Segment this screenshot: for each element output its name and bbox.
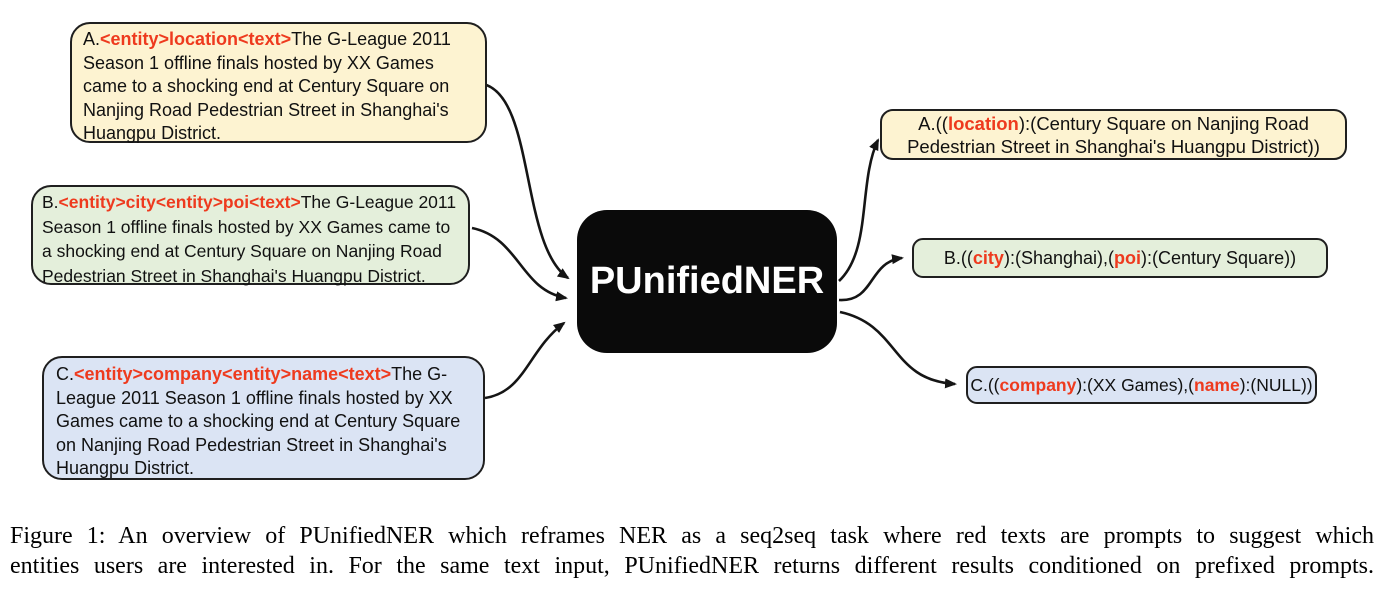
output-c-text: C.((company):(XX Games),(name):(NULL)): [970, 374, 1313, 395]
input-c-prefix: C.: [56, 364, 74, 384]
entity-label-city: city: [972, 247, 1004, 268]
caption-line-1: Figure 1: An overview of PUnifiedNER whi…: [10, 523, 1374, 549]
output-box-b: B.((city):(Shanghai),(poi):(Century Squa…: [912, 238, 1328, 278]
model-box: PUnifiedNER: [577, 210, 837, 353]
output-box-a: A.((location):(Century Square on Nanjing…: [880, 109, 1347, 160]
input-a-prompt-tokens: <entity>location<text>: [100, 29, 292, 49]
input-box-a: A.<entity>location<text>The G-League 201…: [70, 22, 487, 143]
output-box-c: C.((company):(XX Games),(name):(NULL)): [966, 366, 1317, 404]
output-b-text: B.((city):(Shanghai),(poi):(Century Squa…: [943, 247, 1297, 268]
entity-label-location: location: [947, 112, 1019, 134]
entity-label-name: name: [1194, 374, 1240, 395]
input-b-prompt-tokens: <entity>city<entity>poi<text>: [58, 192, 301, 212]
input-c-prompt-tokens: <entity>company<entity>name<text>: [74, 364, 392, 384]
arrow-model-to-output-a: [838, 138, 880, 282]
arrow-input-a-to-model: [482, 82, 570, 280]
arrow-model-to-output-b: [838, 254, 904, 302]
model-label: PUnifiedNER: [589, 260, 825, 302]
entity-label-poi: poi: [1114, 247, 1142, 268]
entity-label-company: company: [999, 374, 1077, 395]
arrow-input-c-to-model: [484, 321, 566, 400]
input-a-body-text: The G-League 2011 Season 1 offline final…: [83, 29, 451, 143]
input-b-body-text: The G-League 2011 Season 1 offline final…: [42, 192, 457, 286]
arrow-input-b-to-model: [471, 226, 568, 302]
arrow-model-to-output-c: [839, 310, 957, 389]
figure-caption: Figure 1: An overview of PUnifiedNER whi…: [10, 521, 1374, 581]
input-a-prefix: A.: [83, 29, 101, 49]
input-b-prefix: B.: [42, 192, 59, 212]
input-box-b: B.<entity>city<entity>poi<text>The G-Lea…: [31, 185, 470, 286]
input-c-body-text: The G-League 2011 Season 1 offline final…: [56, 364, 461, 478]
input-box-c: C.<entity>company<entity>name<text>The G…: [42, 356, 485, 480]
output-a-text: A.((location):(Century Square on Nanjing…: [907, 112, 1320, 157]
caption-line-2: entities users are interested in. For th…: [10, 553, 1374, 579]
